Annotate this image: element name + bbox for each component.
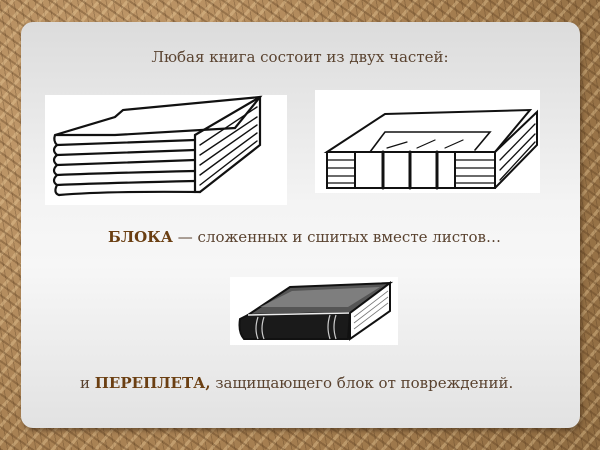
block-description: БЛОКА — сложенных и сшитых вместе листов… [108,228,501,246]
binding-definition: защищающего блок от повреждений. [210,374,514,392]
content-panel [21,22,580,428]
binding-prefix: и [80,374,95,392]
block-term: БЛОКА [108,228,174,246]
binding-term: ПЕРЕПЛЕТА, [94,374,211,392]
sewn-block-illustration [315,90,540,193]
book-block-illustration [45,95,287,205]
slide-title: Любая книга состоит из двух частей: [151,48,449,66]
bound-book-illustration [230,277,398,345]
binding-description: и ПЕРЕПЛЕТА, защищающего блок от поврежд… [80,374,513,392]
block-definition: — сложенных и сшитых вместе листов… [173,228,501,246]
